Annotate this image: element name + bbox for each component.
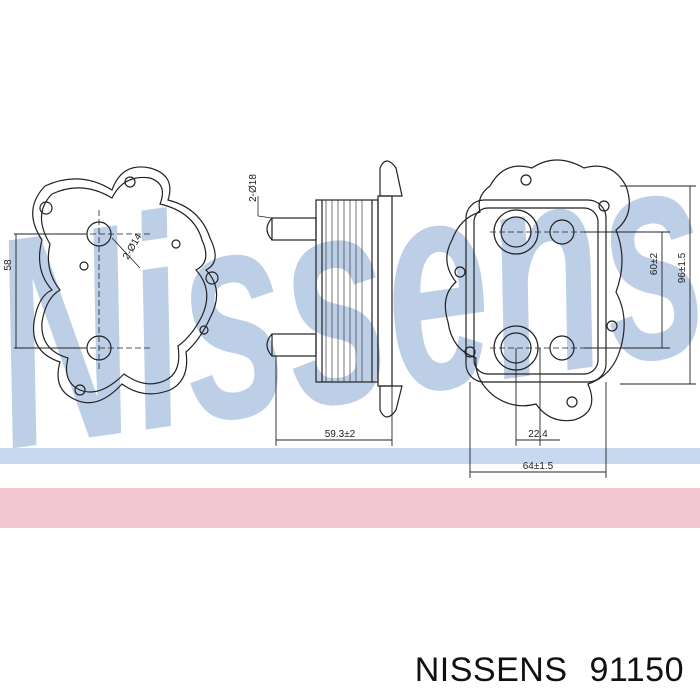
pipe-diameter-label: 2-Ø18 — [248, 174, 259, 202]
brand-name: NISSENS — [414, 651, 568, 689]
front-view — [444, 159, 630, 422]
inner-height-label: 60±2 — [649, 252, 660, 275]
pink-band — [0, 488, 700, 528]
side-width-label: 59.3±2 — [325, 429, 356, 440]
side-width-dimension — [275, 356, 393, 446]
front-dimensions — [469, 185, 696, 478]
blue-band — [0, 448, 700, 464]
side-profile-view — [257, 160, 403, 418]
part-caption: NISSENS 91150 — [415, 651, 684, 690]
bottom-width-label: 64±1.5 — [523, 461, 554, 472]
left-height-dimension — [14, 233, 86, 349]
port-spacing-label: 22.4 — [528, 429, 548, 440]
part-number: 91150 — [589, 651, 684, 689]
left-flange-view — [32, 166, 219, 404]
outer-height-label: 96±1.5 — [677, 252, 688, 283]
left-height-label: 58 — [3, 259, 14, 271]
